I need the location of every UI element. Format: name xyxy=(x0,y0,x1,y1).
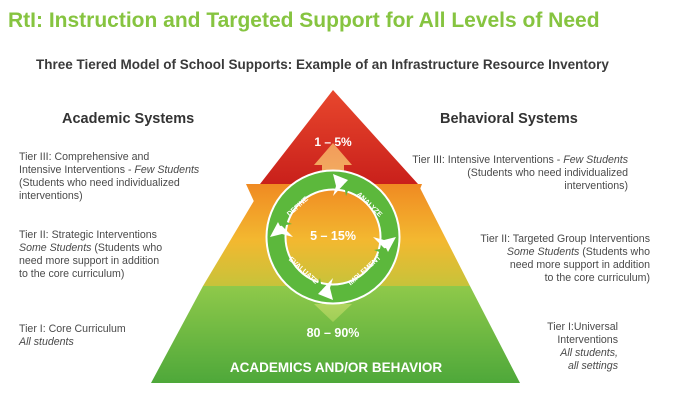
pyramid-tier3-top xyxy=(260,90,418,184)
page-subtitle: Three Tiered Model of School Supports: E… xyxy=(36,57,609,72)
academic-tier2-text: Tier II: Strategic Interventions Some St… xyxy=(19,229,163,280)
tier1-percent: 80 – 90% xyxy=(307,326,360,340)
problem-solving-cycle xyxy=(265,169,401,305)
base-label: ACADEMICS AND/OR BEHAVIOR xyxy=(230,360,443,375)
page-title: RtI: Instruction and Targeted Support fo… xyxy=(8,9,600,32)
tier2-percent: 5 – 15% xyxy=(310,229,356,243)
academic-tier3-text: Tier III: Comprehensive and Intensive In… xyxy=(19,151,200,202)
behavioral-tier3-text: Tier III: Intensive Interventions - Few … xyxy=(412,154,628,192)
behavioral-tier1-text: Tier I:Universal Interventions All stude… xyxy=(547,321,618,372)
academic-tier1-text: Tier I: Core Curriculum All students xyxy=(19,323,126,348)
tier3-percent: 1 – 5% xyxy=(314,135,352,149)
academic-systems-heading: Academic Systems xyxy=(62,111,195,127)
behavioral-systems-heading: Behavioral Systems xyxy=(440,111,578,127)
behavioral-tier2-text: Tier II: Targeted Group Interventions So… xyxy=(480,233,650,284)
